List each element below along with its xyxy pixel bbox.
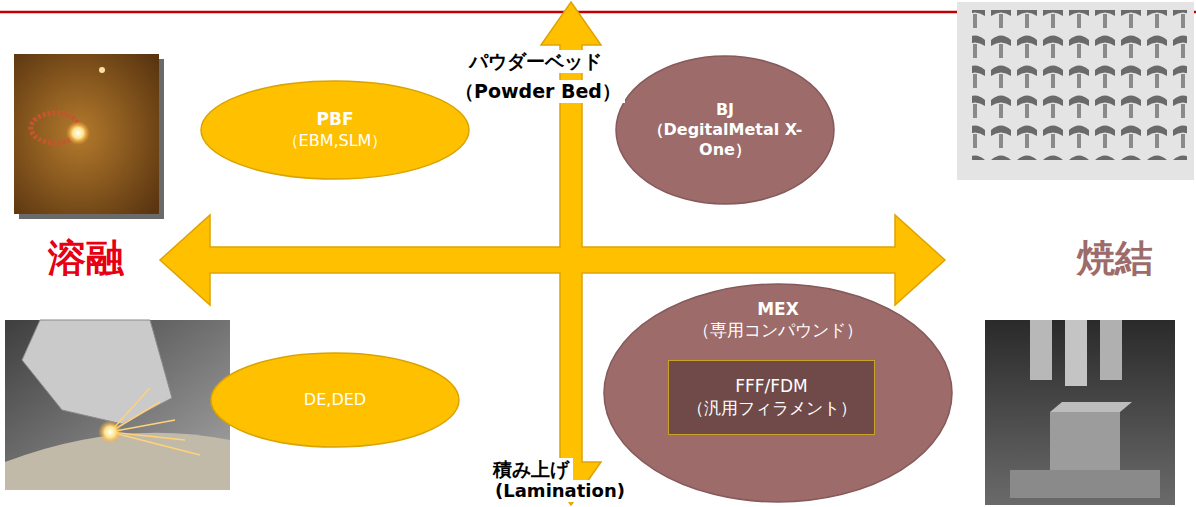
node-detail: （DegitalMetal X-One） bbox=[645, 120, 805, 160]
melt-pool-photo bbox=[14, 54, 164, 219]
process-ellipse: DE,DED bbox=[210, 352, 460, 448]
node-heading: MEX bbox=[757, 299, 799, 320]
axis-label: （Powder Bed） bbox=[451, 80, 625, 103]
laser-spot bbox=[66, 121, 90, 145]
printed-part bbox=[1050, 412, 1120, 470]
node-detail: （汎用フィラメント） bbox=[687, 398, 857, 419]
axis-end-label: 溶融 bbox=[48, 236, 124, 282]
extruder-head bbox=[1100, 320, 1122, 380]
node-heading: FFF/FDM bbox=[735, 376, 808, 397]
spatter-dot bbox=[99, 67, 105, 73]
node-heading: BJ bbox=[716, 100, 734, 120]
ellipse-shape bbox=[211, 353, 459, 447]
node-heading: DE,DED bbox=[304, 390, 366, 410]
axis-cross-arrows bbox=[160, 2, 945, 505]
extruder-machine-photo bbox=[985, 320, 1175, 505]
photo-frame bbox=[14, 54, 159, 214]
axis-label: 積み上げ bbox=[489, 458, 573, 481]
photo-frame bbox=[5, 320, 230, 490]
node-detail: （専用コンパウンド） bbox=[693, 320, 863, 341]
printed-part-top bbox=[1050, 402, 1132, 412]
ellipse-outline bbox=[200, 80, 470, 180]
node-detail: （EBM,SLM） bbox=[283, 131, 388, 151]
ellipse-shape bbox=[201, 81, 469, 179]
extruder-head bbox=[1030, 320, 1052, 380]
photo-frame bbox=[957, 2, 1194, 180]
lattice-pattern bbox=[972, 10, 1187, 160]
process-ellipse: PBF（EBM,SLM） bbox=[200, 80, 470, 180]
ellipse-shape bbox=[604, 284, 952, 502]
axis-label: パウダーベッド bbox=[465, 50, 606, 73]
axis-end-label: 焼結 bbox=[1077, 236, 1153, 282]
extruder-head bbox=[1065, 320, 1087, 386]
axis-label: (Lamination) bbox=[491, 480, 629, 502]
ellipse-shape bbox=[616, 56, 834, 204]
process-ellipse: MEX（専用コンパウンド） FFF/FDM（汎用フィラメント） bbox=[603, 283, 953, 503]
lattice-part-photo bbox=[957, 2, 1194, 180]
deposition-photo bbox=[5, 320, 230, 490]
node-heading: PBF bbox=[316, 109, 353, 130]
weld-spot bbox=[98, 420, 122, 444]
photo-frame bbox=[985, 320, 1175, 505]
build-plate bbox=[1010, 470, 1160, 498]
process-box: FFF/FDM（汎用フィラメント） bbox=[668, 360, 875, 435]
process-ellipse: BJ（DegitalMetal X-One） bbox=[615, 55, 835, 205]
spark-lines bbox=[110, 388, 200, 455]
